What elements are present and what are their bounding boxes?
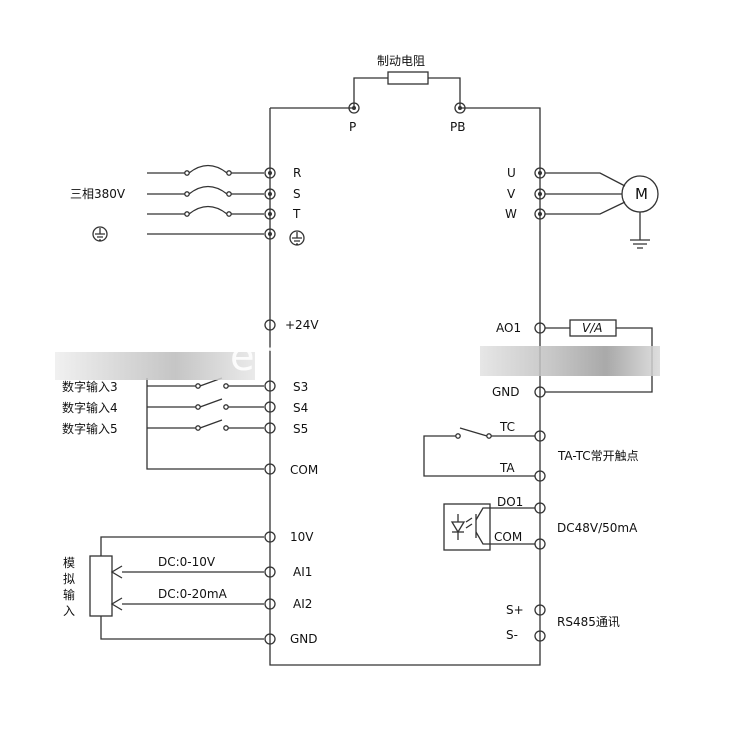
do-rating-label: DC48V/50mA xyxy=(557,521,638,535)
terminal-10v-label: 10V xyxy=(290,530,314,544)
ground-symbol-mid xyxy=(289,230,305,246)
terminal-ao1-label: AO1 xyxy=(496,321,522,335)
terminal-p xyxy=(348,102,360,114)
terminal-pb-label: PB xyxy=(450,120,466,134)
terminal-splus-label: S+ xyxy=(506,603,524,617)
digital-input-3-label: 数字输入3 xyxy=(62,380,118,394)
terminal-sminus-label: S- xyxy=(506,628,518,642)
output-terminals xyxy=(534,167,626,220)
motor xyxy=(621,175,659,249)
terminal-v-label: V xyxy=(507,187,516,201)
terminal-gnd-right-label: GND xyxy=(492,385,520,399)
relay-contact xyxy=(423,427,546,482)
terminal-s3-label: S3 xyxy=(293,380,309,394)
blur-band-right xyxy=(480,346,660,376)
digital-inputs xyxy=(146,377,276,475)
three-phase-label: 三相380V xyxy=(70,187,126,201)
terminal-r-label: R xyxy=(293,166,302,180)
analog-inputs xyxy=(89,531,276,645)
terminal-gnd-bottom-label: GND xyxy=(290,632,318,646)
analog-input-label: 模拟输入 xyxy=(62,556,75,618)
input-terminals xyxy=(264,167,276,240)
three-phase-input xyxy=(147,164,264,235)
terminal-pb xyxy=(454,102,466,114)
brake-resistor-label: 制动电阻 xyxy=(377,54,426,68)
relay-contact-label: TA-TC常开触点 xyxy=(558,449,639,463)
terminal-24v-label: +24V xyxy=(285,318,319,332)
terminal-t-label: T xyxy=(293,207,301,221)
terminal-w-label: W xyxy=(505,207,517,221)
terminal-s-label: S xyxy=(293,187,301,201)
blur-band-left xyxy=(55,352,255,380)
optocoupler-output xyxy=(443,502,546,551)
terminal-com-label: COM xyxy=(290,463,319,477)
dc-0-20ma-label: DC:0-20mA xyxy=(158,587,227,601)
terminal-s4-label: S4 xyxy=(293,401,309,415)
brake-resistor xyxy=(353,71,461,108)
watermark: en.china.cn xyxy=(230,334,473,380)
terminal-tc-label: TC xyxy=(500,420,516,434)
terminal-com-do-label: COM xyxy=(494,530,523,544)
meter-label: V/A xyxy=(582,321,603,335)
digital-input-4-label: 数字输入4 xyxy=(62,401,118,415)
terminal-u-label: U xyxy=(507,166,516,180)
terminal-p-label: P xyxy=(349,120,357,134)
terminal-do1-label: DO1 xyxy=(497,495,524,509)
terminal-s5-label: S5 xyxy=(293,422,309,436)
rs485-label: RS485通讯 xyxy=(557,615,620,629)
dc-0-10v-label: DC:0-10V xyxy=(158,555,216,569)
motor-label: M xyxy=(635,185,648,203)
terminal-ai1-label: AI1 xyxy=(293,565,313,579)
terminal-ta-label: TA xyxy=(500,461,515,475)
digital-input-5-label: 数字输入5 xyxy=(62,422,118,436)
ground-symbol-left xyxy=(92,226,108,242)
terminal-ai2-label: AI2 xyxy=(293,597,313,611)
